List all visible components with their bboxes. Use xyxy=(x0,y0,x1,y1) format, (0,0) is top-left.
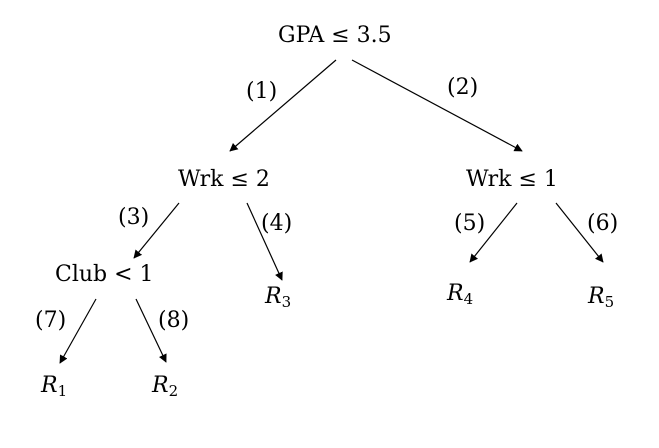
edge-label-4: (4) xyxy=(261,211,293,236)
leaf-r1: R1 xyxy=(41,373,68,400)
leaf-r2: R2 xyxy=(152,373,179,400)
leaf-r5-subscript: 5 xyxy=(604,293,615,311)
edge-label-5: (5) xyxy=(454,211,486,236)
leaf-r2-subscript: 2 xyxy=(168,382,179,400)
edge-7-arrow xyxy=(59,298,97,364)
edge-label-3: (3) xyxy=(118,205,150,230)
edge-label-7: (7) xyxy=(35,308,67,333)
edge-label-1: (1) xyxy=(246,79,278,104)
edge-5-arrow xyxy=(469,202,518,263)
edge-6-arrow xyxy=(555,202,604,263)
node-gpa: GPA ≤ 3.5 xyxy=(278,25,392,47)
leaf-r3-symbol: R xyxy=(265,284,282,309)
edge-label-8: (8) xyxy=(158,308,190,333)
leaf-r5: R5 xyxy=(588,284,615,311)
leaf-r3-subscript: 3 xyxy=(281,293,292,311)
node-gpa-label: GPA ≤ 3.5 xyxy=(278,23,392,48)
leaf-r4: R4 xyxy=(447,281,474,308)
leaf-r2-symbol: R xyxy=(152,373,169,398)
edge-4-arrow xyxy=(246,202,283,281)
leaf-r4-subscript: 4 xyxy=(463,290,474,308)
edge-3-arrow xyxy=(133,202,180,259)
leaf-r5-symbol: R xyxy=(588,284,605,309)
edge-1-arrow xyxy=(229,59,337,152)
node-wrk-right-label: Wrk ≤ 1 xyxy=(466,167,558,192)
leaf-r1-subscript: 1 xyxy=(57,382,68,400)
node-club: Club < 1 xyxy=(55,264,154,286)
edge-8-arrow xyxy=(135,298,167,363)
node-club-label: Club < 1 xyxy=(55,262,154,287)
edge-label-2: (2) xyxy=(447,75,479,100)
edge-2-arrow xyxy=(351,59,523,152)
leaf-r3: R3 xyxy=(265,284,292,311)
leaf-r1-symbol: R xyxy=(41,373,58,398)
node-wrk-left: Wrk ≤ 2 xyxy=(178,169,270,191)
leaf-r4-symbol: R xyxy=(447,281,464,306)
edge-label-6: (6) xyxy=(587,211,619,236)
node-wrk-right: Wrk ≤ 1 xyxy=(466,169,558,191)
node-wrk-left-label: Wrk ≤ 2 xyxy=(178,167,270,192)
